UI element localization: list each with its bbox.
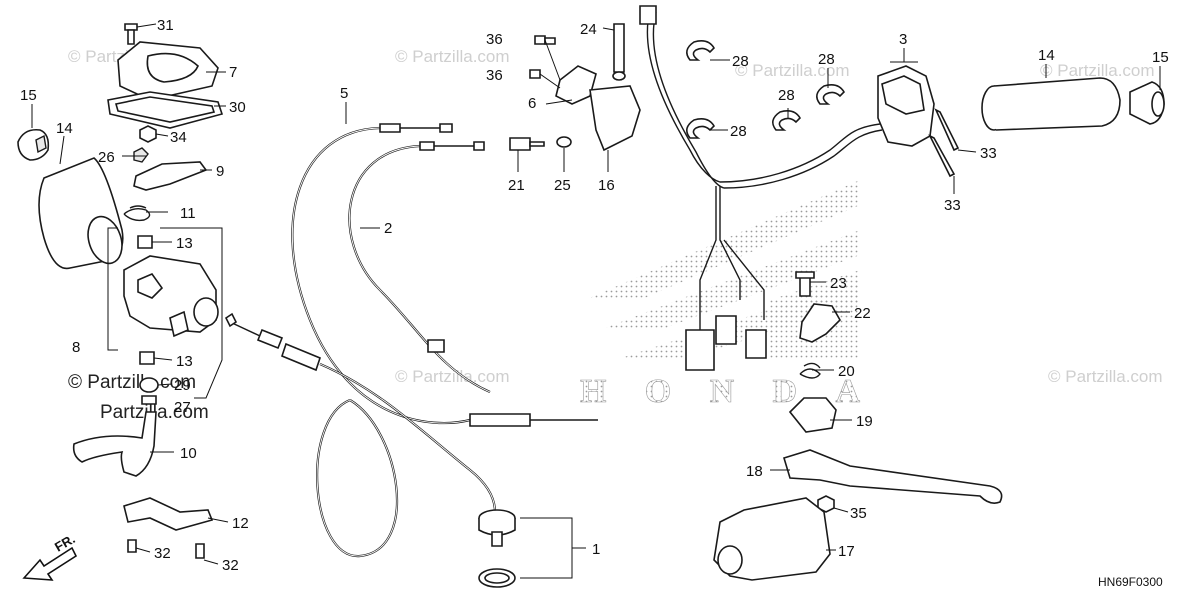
callout-18: 18 (746, 463, 763, 480)
callout-28-a: 28 (732, 53, 749, 70)
watermark-text: © Partzilla.com (395, 367, 510, 386)
callout-2: 2 (384, 220, 392, 237)
callout-6: 6 (528, 95, 536, 112)
callout-7: 7 (229, 64, 237, 81)
callout-9: 9 (216, 163, 224, 180)
cap-and-oring-1 (478, 509, 586, 588)
callout-28-b: 28 (730, 123, 747, 140)
right-switch-housing-3 (877, 65, 960, 178)
callout-22: 22 (854, 305, 871, 322)
callout-31: 31 (157, 17, 174, 34)
callout-33-lower: 33 (944, 197, 961, 214)
watermark-text: © Partzilla.com (1040, 61, 1155, 80)
callout-36-upper: 36 (486, 31, 503, 48)
callout-32-left: 32 (154, 545, 171, 562)
callout-23: 23 (830, 275, 847, 292)
callout-30: 30 (229, 99, 246, 116)
switch-wiring-harness (639, 5, 883, 371)
callout-33-right: 33 (980, 145, 997, 162)
callout-16: 16 (598, 177, 615, 194)
callout-28-c: 28 (778, 87, 795, 104)
cable-with-coil (224, 312, 497, 558)
callout-13-lower: 13 (176, 353, 193, 370)
left-handlebar-grip-14 (17, 128, 124, 270)
choke-cable-2 (348, 141, 491, 394)
callout-32-right: 32 (222, 557, 239, 574)
callout-21: 21 (508, 177, 525, 194)
callout-26: 26 (98, 149, 115, 166)
diagram-code: HN69F0300 (1098, 575, 1163, 589)
leader-lines (31, 23, 1161, 565)
watermark-text: © Partzilla.com (735, 61, 850, 80)
callout-3: 3 (899, 31, 907, 48)
watermarks: © Partzilla.com © Partzilla.com © Partzi… (68, 47, 1163, 423)
callout-36-lower: 36 (486, 67, 503, 84)
callout-14-left: 14 (56, 120, 73, 137)
callout-34: 34 (170, 129, 187, 146)
callout-15-left: 15 (20, 87, 37, 104)
callout-11: 11 (180, 205, 196, 222)
callout-1: 1 (592, 541, 600, 558)
callout-20: 20 (838, 363, 855, 380)
callout-25: 25 (554, 177, 571, 194)
callout-27: 27 (174, 399, 191, 416)
callout-labels: 31 7 30 34 26 9 11 13 13 8 29 27 10 12 3… (20, 17, 1169, 574)
callout-5: 5 (340, 85, 348, 102)
throttle-cable-5 (291, 123, 598, 427)
callout-10: 10 (180, 445, 197, 462)
watermark-main: © Partzilla.com (68, 372, 196, 393)
callout-14-right: 14 (1038, 47, 1055, 64)
brake-lever-assembly (713, 271, 1003, 581)
callout-12: 12 (232, 515, 249, 532)
right-handlebar-grip-14 (981, 77, 1165, 131)
watermark-text: © Partzilla.com (1048, 367, 1163, 386)
callout-29: 29 (174, 377, 191, 394)
callout-13-upper: 13 (176, 235, 193, 252)
callout-24: 24 (580, 21, 597, 38)
throttle-housing-assembly (72, 23, 224, 559)
callout-35: 35 (850, 505, 867, 522)
callout-19: 19 (856, 413, 873, 430)
front-direction-arrow: FR. (22, 531, 78, 581)
callout-28-d: 28 (818, 51, 835, 68)
watermark-text: © Partzilla.com (395, 47, 510, 66)
callout-15-right: 15 (1152, 49, 1169, 66)
callout-17: 17 (838, 543, 855, 560)
callout-8: 8 (72, 339, 80, 356)
lever-bracket-16 (509, 23, 641, 152)
